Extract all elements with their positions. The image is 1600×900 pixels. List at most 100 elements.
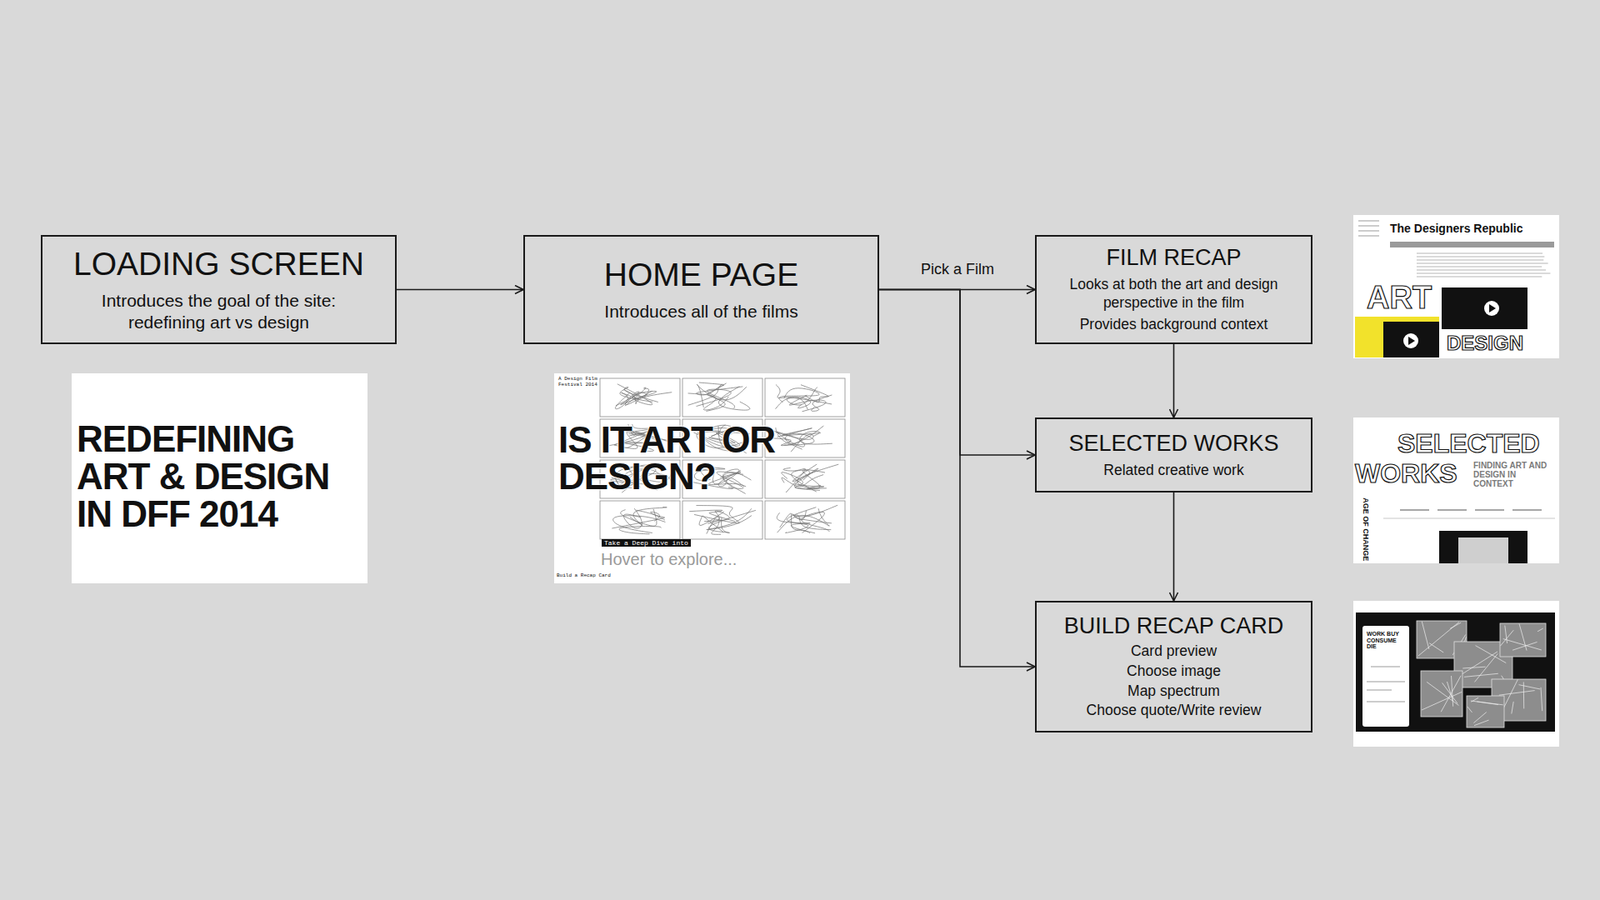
sketch-stroke: [789, 395, 826, 412]
sketch-stroke: [1418, 621, 1460, 656]
sketch-stroke: [600, 500, 680, 540]
sketch-stroke: [1426, 681, 1459, 705]
sketch-stroke: [1358, 220, 1380, 222]
recap-thumbnail: [1353, 215, 1560, 359]
sketch-stroke: [1470, 700, 1504, 705]
collage: [1416, 620, 1546, 728]
play-button: [1403, 333, 1419, 349]
play-icon: [1489, 304, 1496, 313]
image-strip: [1439, 530, 1528, 564]
thumbnail-text: WORKS: [1355, 458, 1458, 490]
thumbnail-text: DESIGN: [1446, 331, 1524, 355]
flow-arrow: [879, 290, 1035, 456]
thumbnail-text: ART: [1366, 280, 1432, 317]
sketch-stroke: [1459, 651, 1498, 676]
card-lines: [1366, 666, 1405, 702]
sketch-stroke: [1366, 681, 1405, 683]
sketch-stroke: [1416, 276, 1542, 278]
box-heading: SELECTED WORKS: [1068, 430, 1279, 457]
flow-arrow: [879, 290, 1035, 668]
sketch-stroke: [777, 508, 830, 533]
sketch-stroke: [623, 390, 672, 405]
screen-box: LOADING SCREENIntroduces the goal of the…: [40, 235, 397, 345]
video-block: [1383, 321, 1440, 358]
flow-arrow: [1173, 492, 1175, 601]
thumbnail-text: Build a Recap Card: [556, 573, 611, 580]
sketch-stroke: [615, 392, 647, 410]
screen-box: BUILD RECAP CARDCard previewChoose image…: [1035, 600, 1313, 733]
box-body: Map spectrum: [1127, 682, 1220, 701]
sketch-stroke: [1523, 681, 1525, 709]
thumbnail-text: FINDING ART AND DESIGN IN CONTEXT: [1473, 460, 1553, 489]
sketch-stroke: [696, 384, 746, 408]
thumbnail-text: SELECTED: [1397, 428, 1540, 460]
sketch-stroke: [1500, 623, 1546, 657]
sketch-stroke: [1450, 622, 1461, 629]
sketch-stroke: [1537, 628, 1544, 632]
screen-box: SELECTED WORKS Related creative work: [1035, 417, 1313, 493]
sketch-stroke: [1358, 225, 1380, 227]
sketch-stroke: [1416, 273, 1550, 275]
sketch-stroke: [1470, 697, 1479, 702]
sketch-stroke: [1383, 518, 1555, 520]
sketch-stroke: [705, 383, 726, 412]
sketch-stroke: [1519, 685, 1541, 690]
box-heading: HOME PAGE: [604, 256, 799, 295]
sketch-stroke: [1474, 720, 1489, 725]
sketch-stroke: [1416, 266, 1542, 268]
sketch-stroke: [811, 395, 833, 411]
sketch-stroke: [1437, 509, 1467, 511]
sketch-stroke: [801, 511, 830, 533]
sketch-stroke: [792, 464, 819, 482]
sketch-stroke: [765, 378, 845, 417]
sketch-stroke: [781, 475, 824, 487]
sketch-stroke: [786, 387, 832, 405]
thumbnail-text: Take a Deep Dive into: [601, 539, 691, 547]
sketch-stroke: [1421, 621, 1430, 650]
sketch-stroke: [783, 467, 805, 493]
image-strip-inner: [1458, 537, 1509, 564]
sketch-stroke: [1416, 260, 1544, 261]
card-thumbnail: [1353, 600, 1560, 747]
sketch-stroke: [600, 378, 680, 417]
sketch-stroke: [1473, 712, 1486, 724]
screen-box: FILM RECAP Looks at both the art and desi…: [1035, 235, 1313, 345]
sketch-stroke: [1416, 253, 1543, 255]
box-heading: FILM RECAP: [1105, 245, 1241, 271]
sketch-stroke: [1370, 666, 1400, 668]
subtitle-bar: [1390, 241, 1555, 248]
sketch-stroke: [1475, 653, 1499, 682]
flow-arrow: [1173, 344, 1175, 418]
sketch-stroke: [1512, 509, 1542, 511]
sketch-stroke: [706, 508, 752, 530]
sketch-stroke: [1475, 509, 1505, 511]
sketch-stroke: [688, 382, 725, 405]
play-button: [1484, 300, 1500, 316]
sketch-stroke: [771, 425, 824, 446]
flow-arrow: [396, 289, 524, 291]
box-body: Related creative work: [1103, 461, 1244, 480]
sketch-stroke: [1442, 682, 1458, 704]
sketch-stroke: [785, 507, 817, 534]
sketch-stroke: [1429, 643, 1444, 653]
sketch-stroke: [620, 509, 657, 526]
thumbnail-text: WORK BUY CONSUME DIE: [1366, 630, 1407, 650]
sketch-stroke: [611, 510, 665, 529]
sketch-stroke: [775, 396, 810, 409]
sketch-stroke: [1416, 270, 1546, 271]
collage-ground: [1355, 612, 1555, 732]
sketch-stroke: [712, 469, 745, 494]
sketch-stroke: [794, 515, 832, 530]
box-body: Looks at both the art and design perspec…: [1053, 275, 1295, 313]
box-body: Provides background context: [1080, 315, 1269, 335]
sketch-stroke: [1358, 235, 1380, 237]
box-heading: LOADING SCREEN: [73, 245, 365, 284]
thumbnail-text: AGE OF CHANGE: [1361, 497, 1370, 561]
sketch-stroke: [688, 393, 730, 410]
box-heading: BUILD RECAP CARD: [1064, 613, 1285, 640]
sketch-stroke: [716, 471, 744, 489]
sketch-stroke: [779, 388, 820, 403]
box-body: Introduces all of the films: [604, 300, 798, 323]
paragraph-lines: [1358, 220, 1550, 277]
box-body: Choose image: [1126, 662, 1221, 681]
